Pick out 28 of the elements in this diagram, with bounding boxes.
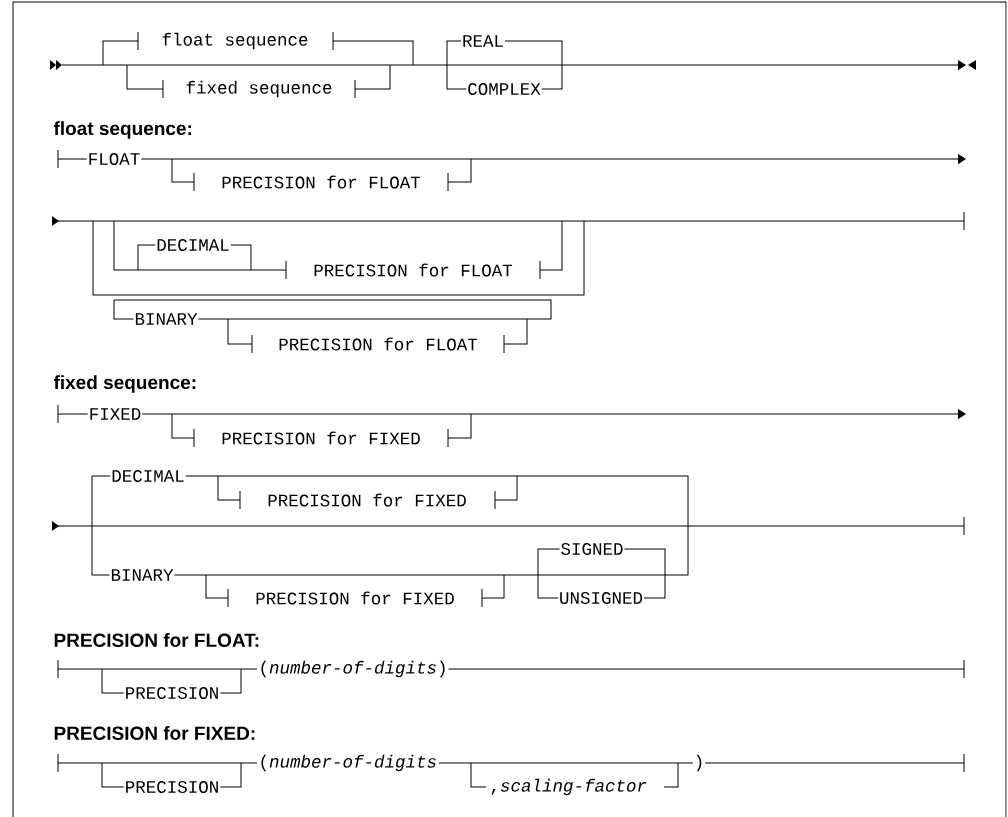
section-heading: fixed sequence:: [52, 374, 199, 394]
variable-name: (number-of-digits): [257, 659, 449, 679]
variable-name: ,scaling-factor: [491, 778, 647, 796]
fragment-reference: PRECISION for FIXED: [220, 430, 422, 446]
section-heading: float sequence:: [52, 120, 194, 140]
fragment-reference: PRECISION for FLOAT: [312, 262, 514, 278]
section-heading: PRECISION for FLOAT:: [52, 632, 262, 648]
fragment-reference: PRECISION for FLOAT: [277, 336, 479, 352]
variable-name: (number-of-digits: [257, 753, 439, 773]
keyword: REAL: [461, 34, 505, 48]
fragment-reference: PRECISION for FIXED: [254, 590, 456, 606]
fragment-reference: PRECISION for FIXED: [266, 492, 468, 508]
keyword: BINARY: [133, 312, 199, 326]
keyword: FIXED: [87, 407, 143, 421]
keyword: FLOAT: [86, 152, 142, 166]
keyword: PRECISION: [123, 780, 221, 794]
fragment-reference: PRECISION for FLOAT: [220, 174, 422, 190]
fragment-reference: float sequence: [160, 31, 310, 51]
keyword: SIGNED: [559, 542, 625, 556]
section-heading: PRECISION for FIXED:: [52, 725, 258, 741]
keyword: DECIMAL: [155, 238, 231, 252]
keyword: COMPLEX: [466, 82, 542, 96]
keyword: DECIMAL: [110, 469, 186, 483]
keyword: BINARY: [109, 568, 175, 582]
keyword: PRECISION: [123, 686, 221, 700]
fragment-reference: fixed sequence: [184, 79, 334, 99]
keyword: ): [692, 753, 706, 773]
keyword: UNSIGNED: [558, 591, 644, 605]
